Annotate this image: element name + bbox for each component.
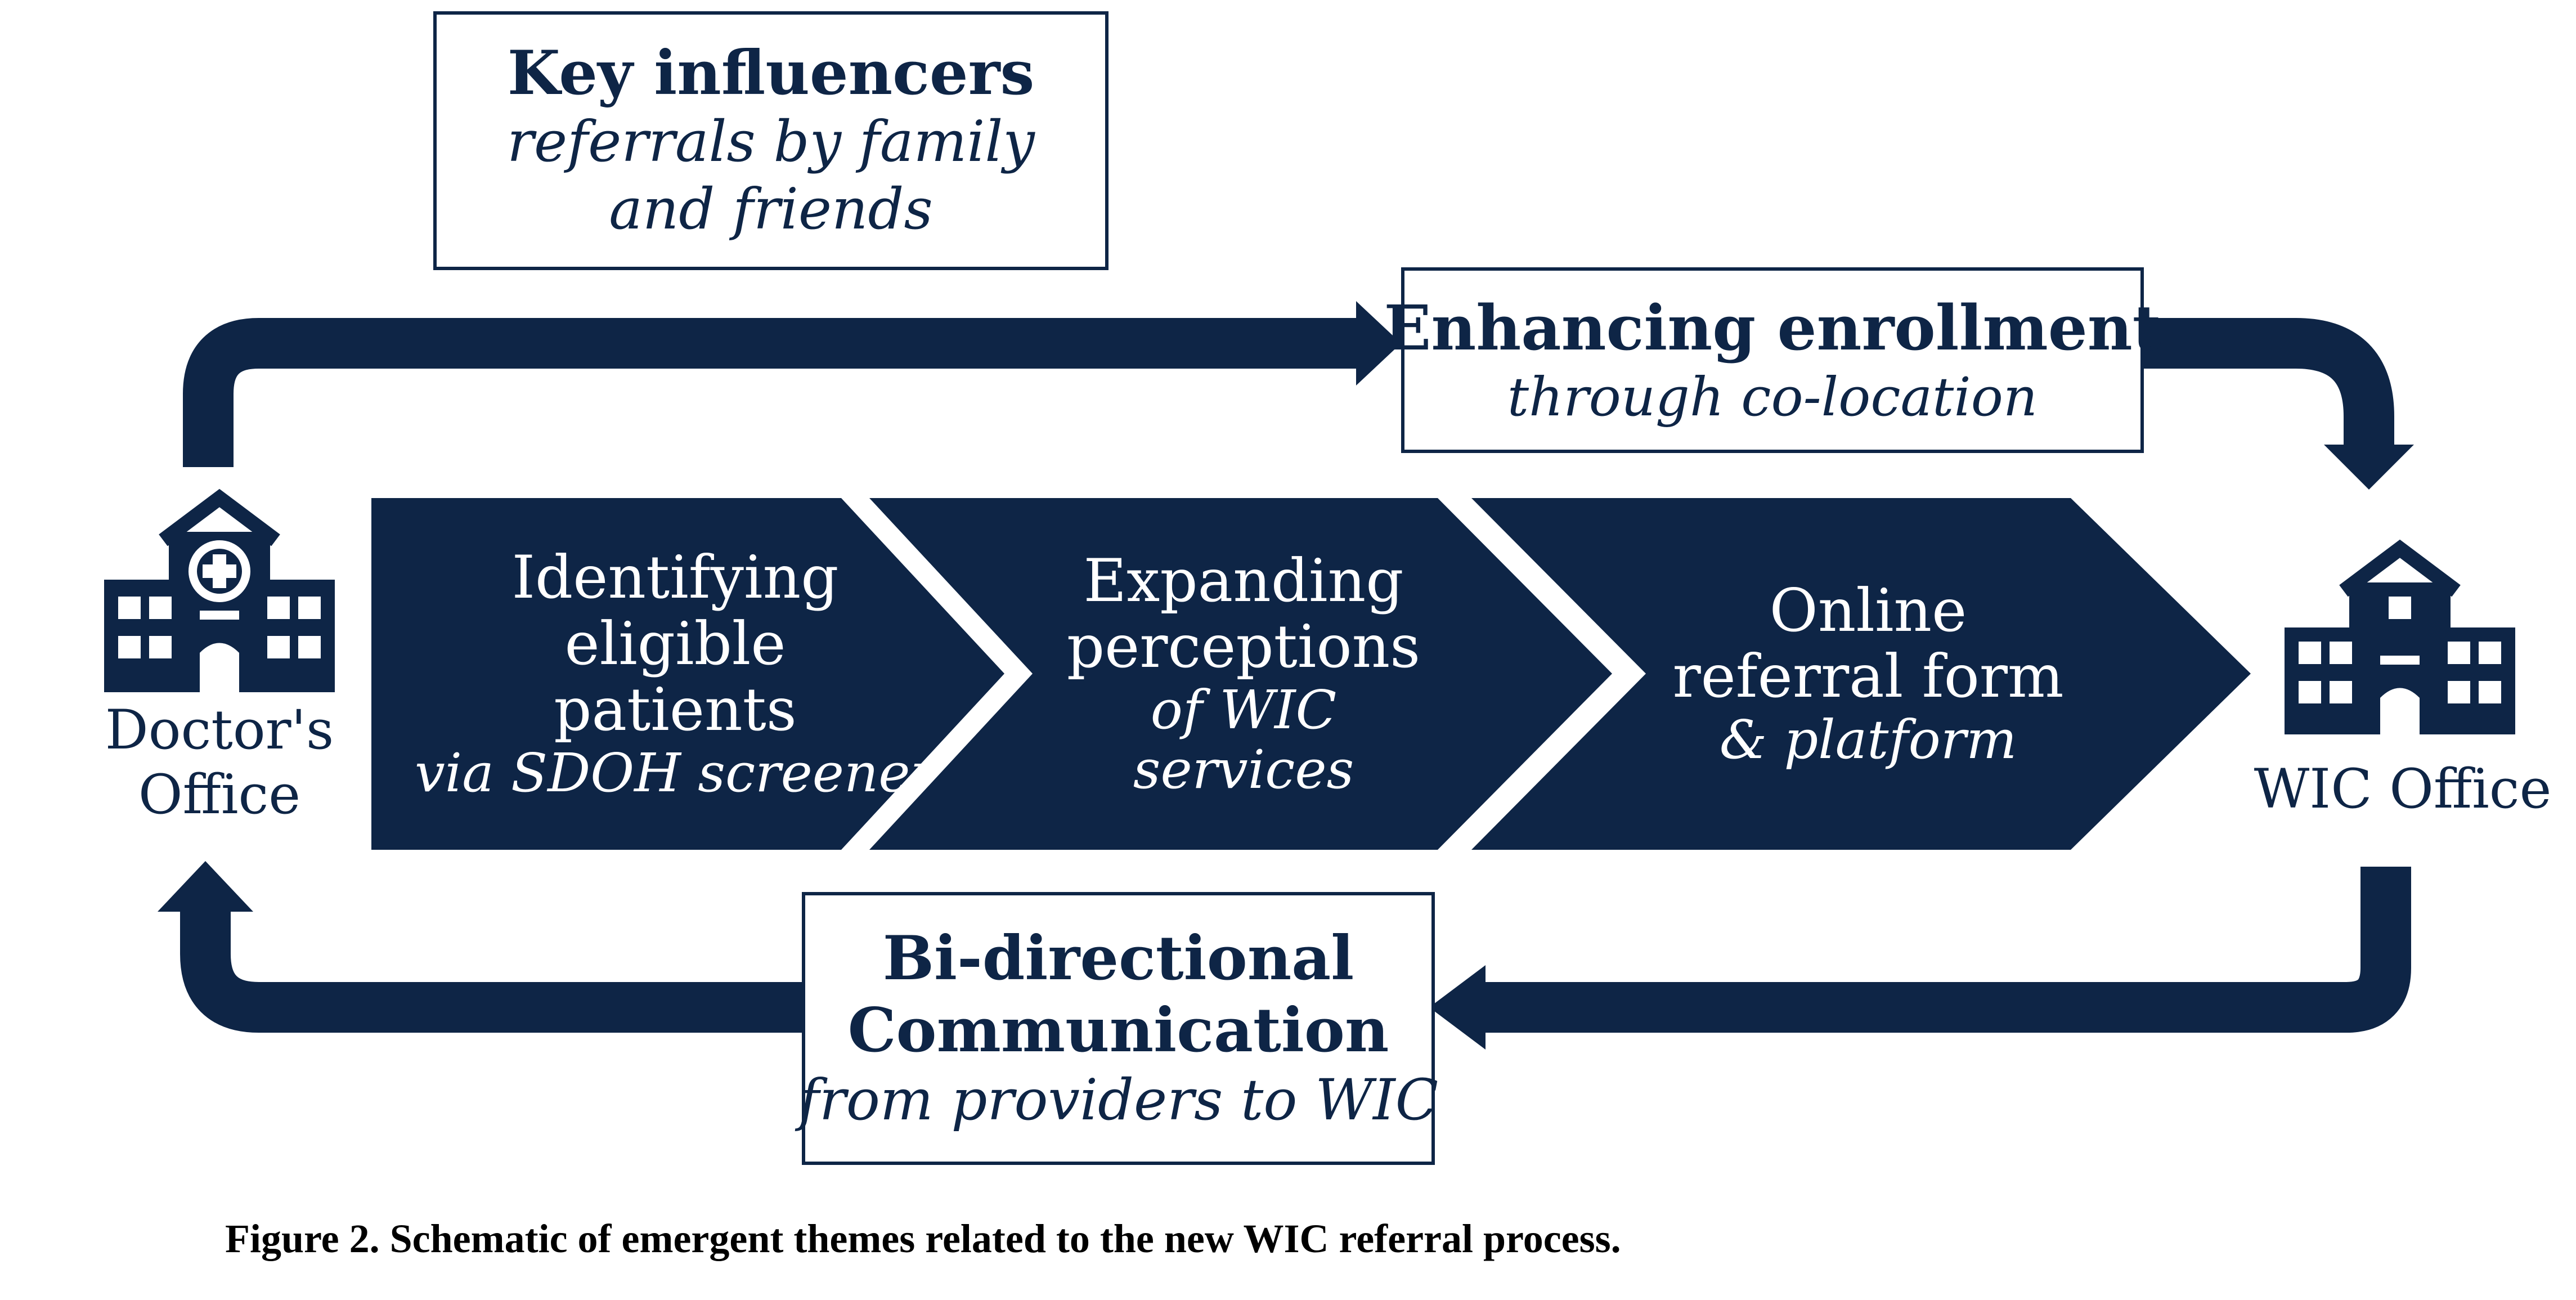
enhancing-enrollment-box: Enhancing enrollment through co-location (1384, 267, 2161, 453)
top-right-curve-arrow (2127, 318, 2394, 445)
bidirectional-communication-box: Bi-directional Communication from provid… (798, 892, 1438, 1165)
stage-2-title: Expanding perceptions (1066, 546, 1421, 682)
key-influencers-subtitle: referrals by family and friends (507, 109, 1035, 243)
stage-3-subtitle: & platform (1719, 709, 2017, 771)
top-flow-arrowhead (1356, 301, 1401, 385)
doctors-office-label: Doctor's Office (105, 698, 334, 827)
stage-chevron-1 (371, 498, 1004, 850)
stage-3-label: Online referral form & platform (1643, 506, 2093, 841)
stage-2-label: Expanding perceptions of WIC services (1030, 506, 1457, 841)
enrollment-subtitle: through co-location (1507, 366, 2038, 428)
stage-1-title: Identifying eligible patients (511, 543, 839, 745)
figure-caption: Figure 2. Schematic of emergent themes r… (225, 1216, 1621, 1261)
key-influencers-title: Key influencers (507, 37, 1035, 109)
stage-2-subtitle: of WIC services (1133, 679, 1354, 801)
bottom-flow-arrow (1469, 867, 2411, 1033)
school-building-icon (2285, 539, 2515, 734)
stage-chevron-3 (1471, 498, 2251, 850)
stage-1-subtitle: via SDOH screener (415, 742, 936, 804)
top-right-arrowhead (2324, 445, 2414, 490)
communication-title: Bi-directional Communication (847, 923, 1389, 1066)
key-influencers-box: Key influencers referrals by family and … (433, 11, 1109, 270)
stage-1-label: Identifying eligible patients via SDOH s… (388, 506, 962, 841)
bottom-flow-arrowhead (1429, 965, 1486, 1050)
wic-office-label: WIC Office (2254, 757, 2552, 821)
stage-chevron-2 (869, 498, 1612, 850)
communication-subtitle: from providers to WIC (798, 1066, 1439, 1133)
stage-3-title: Online referral form (1672, 576, 2064, 711)
enrollment-title: Enhancing enrollment (1384, 292, 2161, 364)
bottom-left-curve-arrow (180, 912, 805, 1033)
hospital-icon (104, 488, 335, 692)
top-flow-arrow (183, 318, 1373, 467)
bottom-left-arrowhead (158, 861, 253, 912)
